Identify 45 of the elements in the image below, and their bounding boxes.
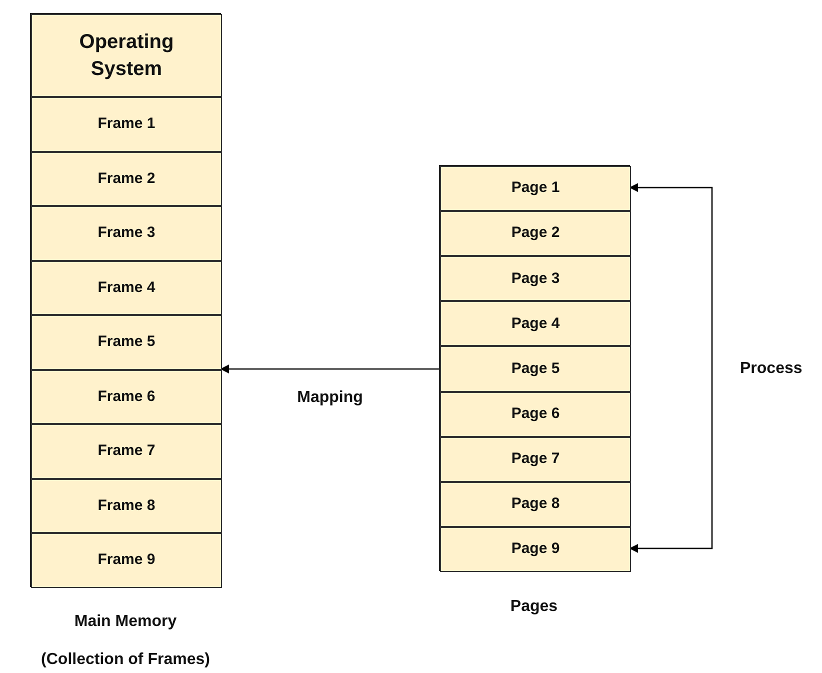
memory-column — [30, 13, 221, 587]
cell-label: Page 8 — [511, 494, 560, 514]
cell-label: Frame 9 — [98, 550, 156, 570]
cell-label: Page 5 — [511, 358, 560, 379]
cell-label: Page 4 — [511, 314, 560, 334]
memory-cell — [31, 206, 222, 261]
column-caption: Main Memory — [74, 612, 177, 632]
cell-label: Frame 2 — [98, 168, 156, 189]
memory-cell — [31, 315, 222, 370]
memory-cell — [31, 533, 222, 588]
memory-cell — [440, 392, 631, 437]
memory-cell — [31, 14, 222, 97]
memory-cell — [31, 424, 222, 479]
column-caption: (Collection of Frames) — [41, 650, 210, 670]
memory-cell — [440, 482, 631, 527]
cell-label: Page 3 — [511, 268, 560, 289]
arrow — [629, 183, 713, 553]
cell-label: Frame 1 — [98, 114, 156, 134]
memory-cell — [31, 260, 222, 316]
cell-label: Page 2 — [511, 223, 560, 244]
cell-label: Frame 3 — [98, 223, 156, 244]
cell-label: Page 7 — [511, 448, 560, 469]
memory-cell — [440, 346, 631, 392]
memory-cell — [440, 166, 631, 212]
arrow — [220, 364, 439, 374]
memory-cell — [440, 436, 631, 482]
cell-label: Frame 8 — [98, 496, 156, 516]
memory-cell — [31, 152, 222, 206]
cell-label: Frame 4 — [98, 278, 156, 298]
memory-cell — [31, 478, 222, 534]
cell-label: Frame 5 — [98, 332, 156, 352]
column-caption: Pages — [510, 597, 558, 617]
memory-cell — [31, 97, 222, 152]
memory-cell — [440, 526, 631, 572]
memory-cell — [440, 211, 631, 256]
memory-cell — [440, 301, 631, 346]
cell-label: Page 9 — [511, 539, 560, 560]
cell-label: Page 6 — [511, 404, 560, 424]
memory-column — [439, 165, 630, 571]
cell-label: Frame 7 — [98, 441, 156, 462]
memory-cell — [31, 370, 222, 424]
cell-label: Frame 6 — [98, 386, 156, 407]
memory-cell — [440, 256, 631, 302]
cell-label: Operating System — [78, 30, 175, 82]
cell-label: Page 1 — [511, 178, 560, 198]
